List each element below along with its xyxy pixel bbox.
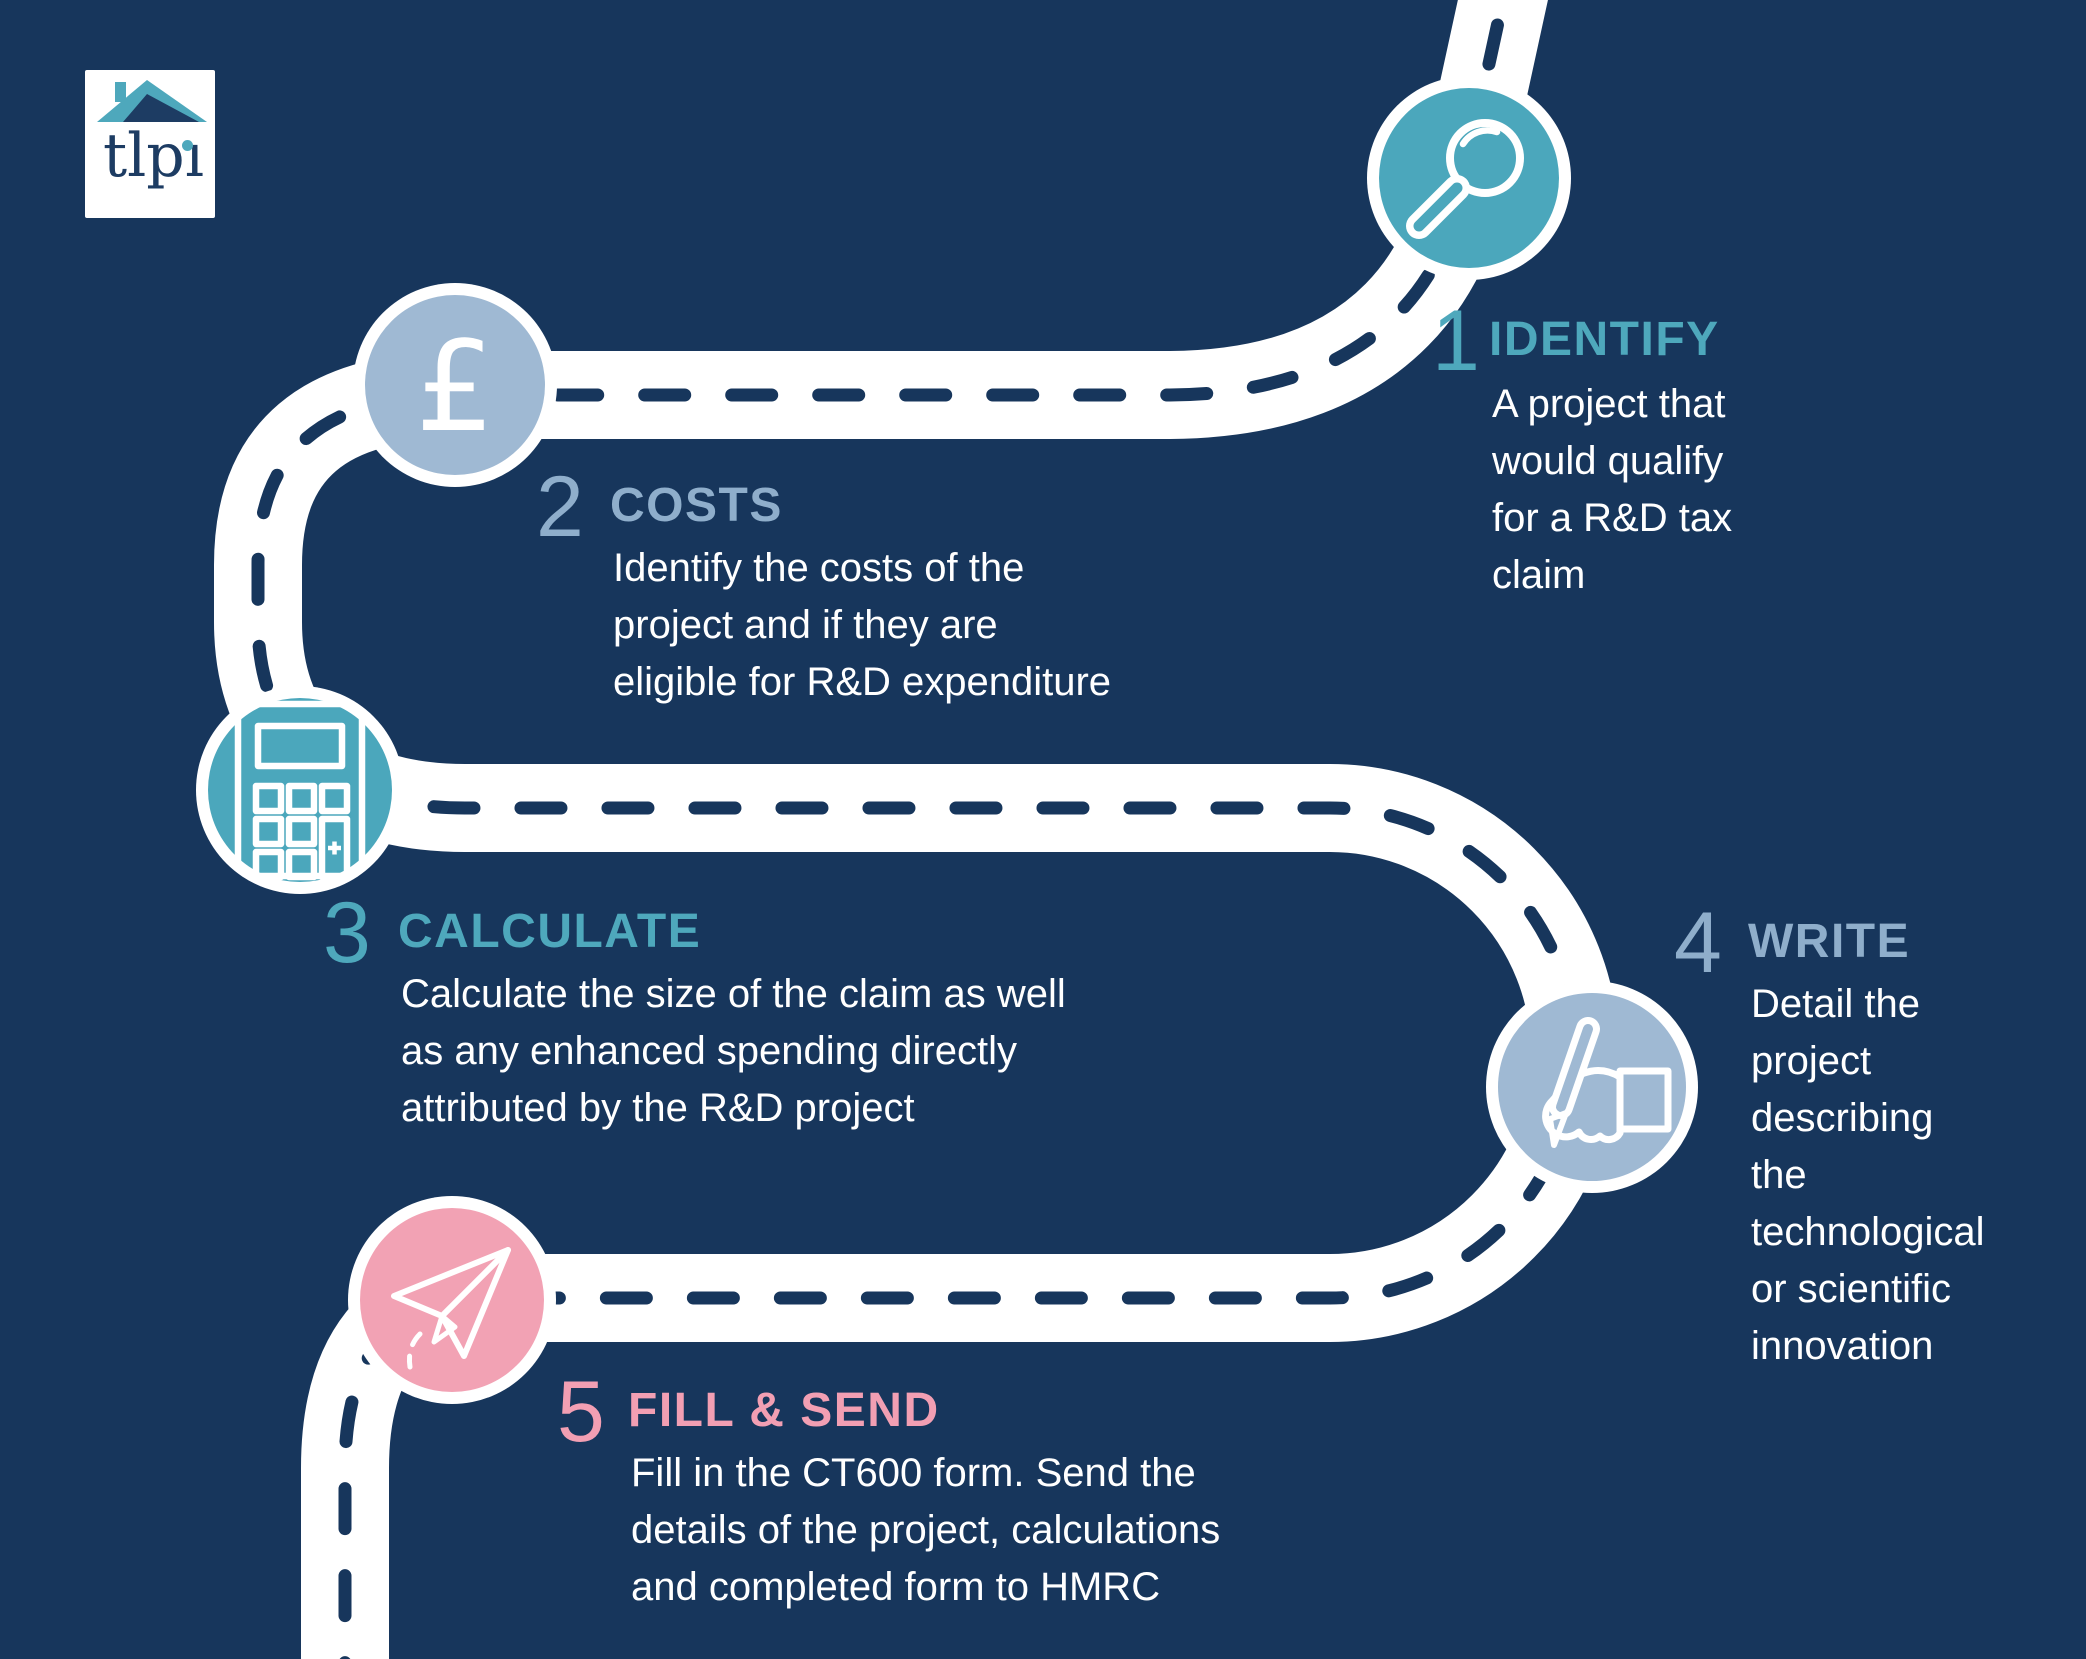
step-3-line: attributed by the R&D project [401, 1086, 915, 1130]
paper-plane-icon [391, 1247, 511, 1370]
step-1-line: claim [1492, 553, 1586, 597]
step-5-line: Fill in the CT600 form. Send the [631, 1451, 1196, 1495]
step-3-description: Calculate the size of the claim as well … [401, 966, 1066, 1137]
house-roof-icon [97, 80, 207, 122]
step-1-line: would qualify [1492, 439, 1724, 483]
road [214, 0, 1619, 1659]
writing-hand-icon [1542, 1017, 1672, 1148]
logo-i-dot [182, 140, 193, 151]
step-4-description: Detail the project describing the techno… [1751, 976, 1985, 1375]
step-4-title: WRITE [1748, 915, 1911, 968]
step-2-description: Identify the costs of the project and if… [613, 540, 1111, 711]
step-5-title: FILL & SEND [628, 1384, 940, 1437]
step-4-line: technological [1751, 1210, 1985, 1254]
step-2-title: COSTS [610, 479, 783, 532]
step-4-line: Detail the [1751, 982, 1920, 1026]
step-4-line: project [1751, 1039, 1872, 1083]
marker-fill [1498, 993, 1686, 1181]
step-4-line: the [1751, 1153, 1807, 1197]
magnifier-icon [1406, 119, 1524, 239]
step-4-line: innovation [1751, 1324, 1934, 1368]
step-3-number: 3 [323, 885, 371, 981]
logo-wordmark: tlpı [103, 121, 204, 191]
step-1-title: IDENTIFY [1489, 313, 1720, 366]
step-5-line: details of the project, calculations [631, 1508, 1221, 1552]
step-1-marker [1367, 76, 1571, 280]
step-3-marker [196, 686, 404, 894]
step-1-description: A project that would qualify for a R&D t… [1492, 376, 1732, 604]
step-1-line: for a R&D tax [1492, 496, 1733, 540]
calculator-icon [234, 700, 366, 881]
road-center-dashes [251, 0, 1582, 1659]
step-4-line: or scientific [1751, 1267, 1952, 1311]
marker-fill [1379, 88, 1559, 268]
step-3-title: CALCULATE [398, 905, 702, 958]
step-1-number: 1 [1432, 293, 1480, 389]
step-2-line: project and if they are [613, 603, 998, 647]
step-3-line: as any enhanced spending directly [401, 1029, 1017, 1073]
step-4-line: describing [1751, 1096, 1934, 1140]
step-4-marker [1486, 981, 1698, 1193]
step-2-line: Identify the costs of the [613, 546, 1025, 590]
step-2-number: 2 [536, 459, 584, 555]
step-5-number: 5 [557, 1364, 605, 1460]
pound-icon: £ [415, 315, 495, 460]
step-5-description: Fill in the CT600 form. Send the details… [631, 1445, 1220, 1616]
step-4-number: 4 [1674, 895, 1722, 991]
step-2-line: eligible for R&D expenditure [613, 660, 1112, 704]
step-1-line: A project that [1492, 382, 1726, 426]
tlpi-logo: tlpı [85, 70, 215, 218]
step-5-line: and completed form to HMRC [631, 1565, 1161, 1609]
marker-fill [360, 1208, 544, 1392]
step-3-line: Calculate the size of the claim as well [401, 972, 1066, 1016]
step-2-marker: £ [353, 283, 557, 487]
marker-fill [365, 295, 545, 475]
step-5-marker [348, 1196, 556, 1404]
